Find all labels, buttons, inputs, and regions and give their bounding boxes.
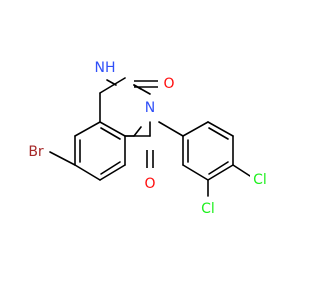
bond-n3-c4	[133, 126, 142, 137]
bond-a2-a3	[207, 121, 234, 137]
br-label-bg	[23, 144, 49, 160]
bond-inner-c7-c8	[100, 161, 121, 175]
oxygen-label-c4: O	[144, 176, 155, 192]
bond-inner-a4-a5	[208, 161, 229, 175]
molecule-structure-diagram: NH O N O Br Cl Cl	[23, 60, 272, 217]
bond-c6-c7	[74, 164, 101, 181]
cl3-label-bg	[198, 200, 220, 216]
bond-n3-aryl	[158, 121, 184, 137]
bond-a1-a2	[182, 121, 209, 137]
bond-a5-a6	[182, 164, 209, 181]
o4-label-bg	[141, 176, 159, 192]
bond-inner-a2-a3	[208, 127, 229, 140]
cl4-label-bg	[250, 172, 272, 188]
bond-layer	[49, 77, 251, 197]
bond-inner-c8a-c4a	[100, 127, 121, 140]
bond-c4a-c5	[74, 121, 101, 137]
oxygen-label-c2: O	[163, 76, 174, 92]
atom-label-layer: NH O N O Br Cl Cl	[23, 60, 272, 217]
o2-label-bg	[160, 75, 178, 91]
chlorine-label-4: Cl	[253, 172, 267, 188]
bond-c7-c8	[99, 164, 126, 181]
bond-n1-c8a-side	[99, 77, 126, 94]
chlorine-label-3: Cl	[201, 201, 215, 217]
nh-label: NH	[95, 60, 116, 76]
bond-a4-a5	[207, 164, 234, 181]
bromine-label: Br	[28, 144, 44, 160]
bond-c8a-c4a	[99, 121, 126, 137]
bond-c6-br	[49, 151, 76, 166]
n3-label-bg	[141, 100, 159, 118]
nh-label-bg	[92, 60, 122, 76]
nitrogen-label-n3: N	[145, 100, 155, 116]
bond-a4-cl4	[232, 164, 251, 177]
